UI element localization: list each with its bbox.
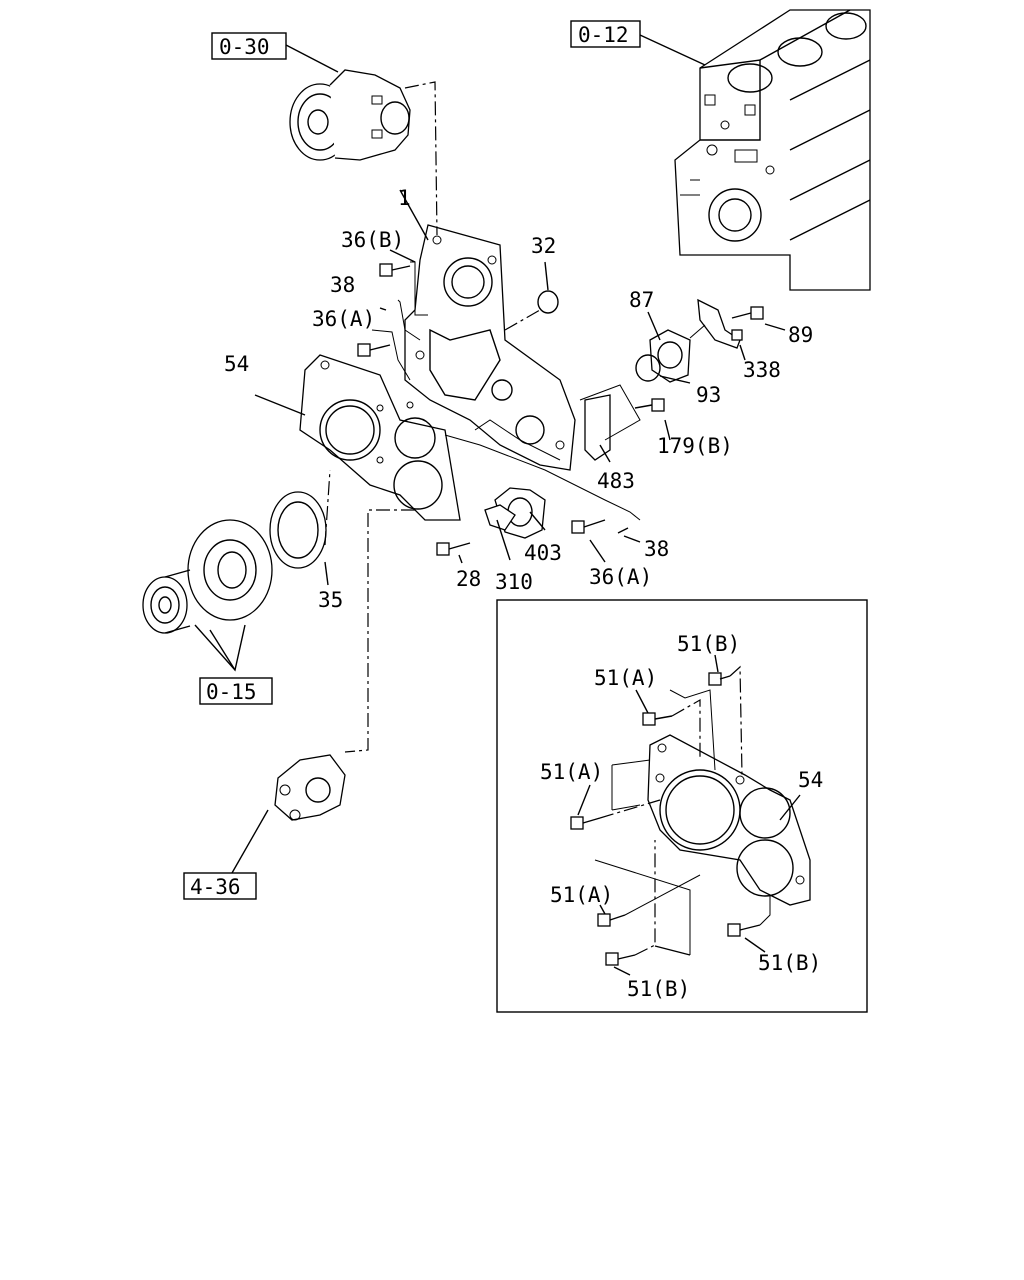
oil-seal bbox=[269, 491, 327, 569]
pump-assembly bbox=[289, 69, 411, 161]
crank-pulley bbox=[142, 519, 273, 634]
ref-4-36: 4-36 bbox=[190, 875, 241, 899]
small-parts bbox=[357, 263, 764, 556]
inset-label-51b-top: 51(B) bbox=[677, 632, 740, 656]
label-89: 89 bbox=[788, 323, 813, 347]
engine-block bbox=[674, 9, 871, 291]
label-36b: 36(B) bbox=[341, 228, 404, 252]
label-32: 32 bbox=[531, 234, 556, 258]
inset-label-51a-3: 51(A) bbox=[550, 883, 613, 907]
inset-label-51a-1: 51(A) bbox=[594, 666, 657, 690]
label-28: 28 bbox=[456, 567, 481, 591]
reference-boxes bbox=[183, 20, 641, 900]
ref-0-12: 0-12 bbox=[578, 23, 629, 47]
ref-0-30: 0-30 bbox=[219, 35, 270, 59]
label-483: 483 bbox=[597, 469, 635, 493]
vacuum-pump bbox=[274, 754, 346, 821]
inset-label-51b-right: 51(B) bbox=[758, 951, 821, 975]
label-1: 1 bbox=[398, 186, 411, 210]
label-403: 403 bbox=[524, 541, 562, 565]
leader-lines bbox=[194, 34, 786, 874]
timing-plate bbox=[299, 354, 461, 521]
inset-label-51a-2: 51(A) bbox=[540, 760, 603, 784]
label-54: 54 bbox=[224, 352, 249, 376]
front-gear-case bbox=[404, 224, 576, 471]
label-338: 338 bbox=[743, 358, 781, 382]
inset-label-51b-bottom: 51(B) bbox=[627, 977, 690, 1001]
label-310: 310 bbox=[495, 570, 533, 594]
label-38-top: 38 bbox=[330, 273, 355, 297]
label-38-bottom: 38 bbox=[644, 537, 669, 561]
inset-panel bbox=[496, 599, 868, 1013]
label-36a-top: 36(A) bbox=[312, 307, 375, 331]
ref-0-15: 0-15 bbox=[206, 680, 257, 704]
label-36a-bottom: 36(A) bbox=[589, 565, 652, 589]
label-93: 93 bbox=[696, 383, 721, 407]
label-87: 87 bbox=[629, 288, 654, 312]
label-179b: 179(B) bbox=[657, 434, 733, 458]
label-35: 35 bbox=[318, 588, 343, 612]
inset-label-54: 54 bbox=[798, 768, 823, 792]
